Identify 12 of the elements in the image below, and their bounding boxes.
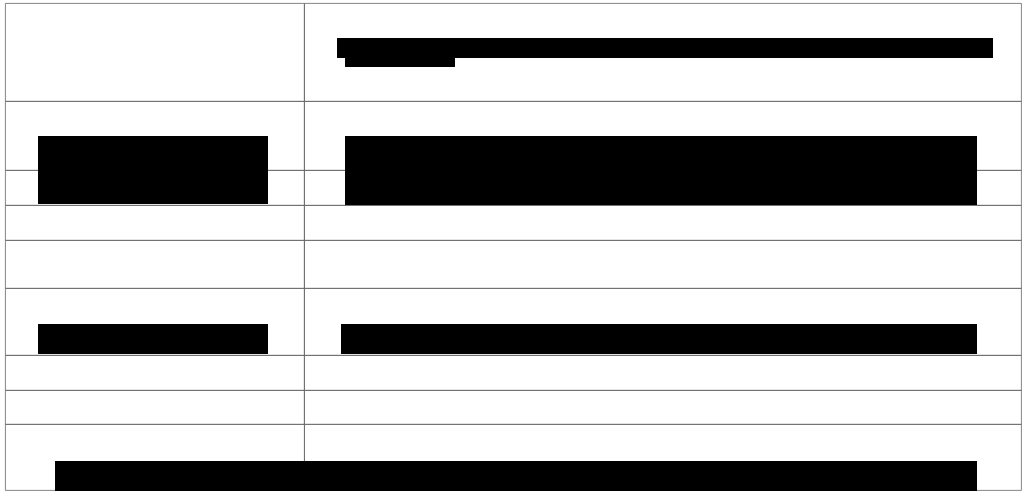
table-cell bbox=[5, 3, 305, 102]
table-cell bbox=[304, 3, 1022, 102]
table-cell bbox=[5, 355, 305, 391]
table-cell bbox=[5, 240, 305, 289]
table-cell bbox=[304, 288, 1022, 356]
table-cell bbox=[304, 205, 1022, 241]
table-cell bbox=[5, 390, 305, 425]
table-cell bbox=[304, 390, 1022, 425]
table-cell bbox=[5, 288, 305, 356]
table-cell bbox=[5, 205, 305, 241]
table-cell bbox=[304, 355, 1022, 391]
table-cell bbox=[304, 240, 1022, 289]
